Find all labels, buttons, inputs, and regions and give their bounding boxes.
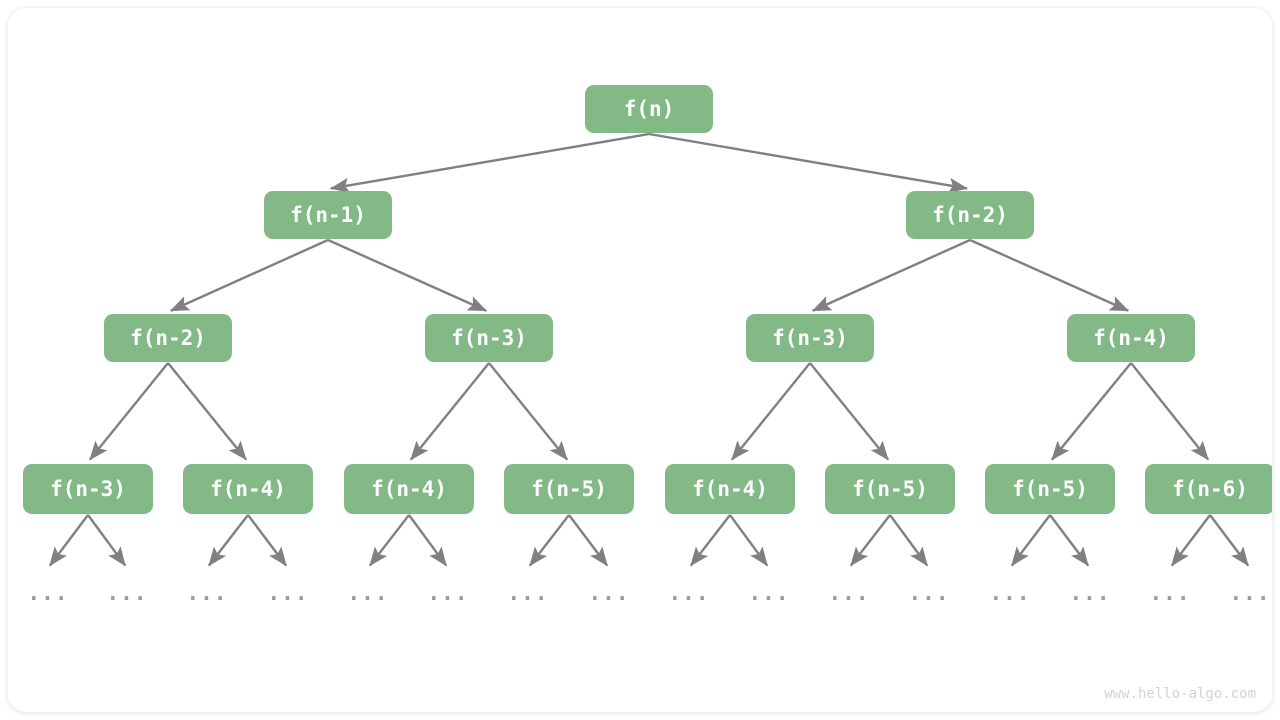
tree-edge	[648, 132, 968, 193]
tree-node-box	[1067, 314, 1195, 362]
tree-node-box	[585, 85, 713, 133]
tree-edge	[568, 514, 609, 567]
tree-node[interactable]: f(n-6)	[1145, 464, 1272, 514]
tree-edge	[689, 514, 731, 567]
tree-edge	[87, 514, 127, 567]
tree-edge	[408, 514, 448, 567]
recursion-tree-svg: f(n) f(n-1) f(n-2) f(n-2) f(n-3) f(n-3) f(n-4)…	[23, 85, 1272, 702]
tree-edge	[730, 362, 811, 461]
tree-edge	[528, 514, 570, 567]
tree-node-label: f(n-4)	[371, 477, 447, 501]
tree-edge	[1050, 362, 1132, 461]
tree-node-label: f(n)	[624, 97, 675, 121]
tree-node-box	[104, 314, 232, 362]
tree-edge	[48, 514, 89, 567]
tree-node-label: f(n-6)	[1172, 477, 1248, 501]
tree-edge	[809, 362, 890, 461]
tree-node-ellipsis: ...	[187, 581, 228, 605]
tree-edge	[849, 514, 891, 567]
tree-edge	[169, 238, 329, 312]
tree-edge	[327, 238, 488, 312]
tree-node-label: f(n-4)	[692, 477, 768, 501]
edges-layer	[48, 132, 1250, 567]
tree-node-box	[665, 464, 795, 514]
tree-node-ellipsis: ...	[829, 581, 870, 605]
tree-node[interactable]: f(n-3)	[23, 464, 153, 514]
nodes-layer: f(n) f(n-1) f(n-2) f(n-2) f(n-3) f(n-3) f(n-4)…	[23, 85, 1272, 514]
tree-node-ellipsis: ...	[990, 581, 1031, 605]
tree-node-ellipsis: ...	[1070, 581, 1111, 605]
tree-node-label: f(n-5)	[531, 477, 607, 501]
tree-edge	[409, 362, 490, 461]
tree-node-box	[1145, 464, 1272, 514]
tree-node-label: f(n-2)	[932, 203, 1008, 227]
tree-node-box	[906, 191, 1034, 239]
tree-node-ellipsis: ...	[669, 581, 710, 605]
tree-node-label: f(n-5)	[852, 477, 928, 501]
tree-node-ellipsis: ...	[28, 581, 69, 605]
watermark-label: www.hello-algo.com	[1104, 686, 1256, 702]
tree-node-box	[825, 464, 955, 514]
tree-node-box	[746, 314, 874, 362]
tree-node[interactable]: f(n-4)	[1067, 314, 1195, 362]
tree-edge	[1010, 514, 1051, 567]
tree-edge	[969, 238, 1130, 312]
tree-node-box	[504, 464, 634, 514]
tree-edge	[1130, 362, 1210, 461]
tree-edge	[368, 514, 410, 567]
tree-edge	[207, 514, 249, 567]
tree-node-ellipsis: ...	[589, 581, 630, 605]
tree-node-box	[23, 464, 153, 514]
tree-node-label: f(n-3)	[772, 326, 848, 350]
tree-edge	[88, 362, 169, 461]
tree-node-box	[183, 464, 313, 514]
tree-node-ellipsis: ...	[909, 581, 950, 605]
diagram-canvas: f(n) f(n-1) f(n-2) f(n-2) f(n-3) f(n-3) f(n-4)…	[8, 8, 1272, 712]
tree-node-ellipsis: ...	[268, 581, 309, 605]
tree-edge	[167, 362, 248, 461]
tree-node[interactable]: f(n-4)	[344, 464, 474, 514]
ellipsis-layer: ........................................…	[28, 581, 1271, 605]
tree-node-box	[985, 464, 1115, 514]
tree-node[interactable]: f(n-2)	[906, 191, 1034, 239]
tree-node-ellipsis: ...	[428, 581, 469, 605]
tree-node[interactable]: f(n)	[585, 85, 713, 133]
tree-node[interactable]: f(n-4)	[665, 464, 795, 514]
tree-node-box	[264, 191, 392, 239]
tree-edge	[247, 514, 288, 567]
tree-node-ellipsis: ...	[749, 581, 790, 605]
tree-node-ellipsis: ...	[348, 581, 389, 605]
tree-node-box	[425, 314, 553, 362]
tree-node[interactable]: f(n-1)	[264, 191, 392, 239]
tree-edge	[811, 238, 971, 312]
tree-node-ellipsis: ...	[1230, 581, 1271, 605]
tree-edge	[1209, 514, 1250, 567]
tree-edge	[1170, 514, 1211, 567]
tree-node-ellipsis: ...	[1150, 581, 1191, 605]
tree-node-label: f(n-4)	[210, 477, 286, 501]
tree-node-label: f(n-3)	[451, 326, 527, 350]
tree-node-label: f(n-5)	[1012, 477, 1088, 501]
tree-node[interactable]: f(n-3)	[425, 314, 553, 362]
tree-node[interactable]: f(n-2)	[104, 314, 232, 362]
tree-node-label: f(n-1)	[290, 203, 366, 227]
tree-node[interactable]: f(n-3)	[746, 314, 874, 362]
tree-edge	[1049, 514, 1090, 567]
tree-node[interactable]: f(n-5)	[985, 464, 1115, 514]
tree-node[interactable]: f(n-5)	[825, 464, 955, 514]
tree-node[interactable]: f(n-5)	[504, 464, 634, 514]
tree-edge	[330, 132, 650, 193]
tree-node-label: f(n-4)	[1093, 326, 1169, 350]
tree-node-box	[344, 464, 474, 514]
tree-node[interactable]: f(n-4)	[183, 464, 313, 514]
tree-node-ellipsis: ...	[508, 581, 549, 605]
tree-edge	[488, 362, 569, 461]
tree-node-label: f(n-2)	[130, 326, 206, 350]
tree-edge	[729, 514, 769, 567]
tree-node-label: f(n-3)	[50, 477, 126, 501]
tree-node-ellipsis: ...	[107, 581, 148, 605]
tree-edge	[889, 514, 929, 567]
